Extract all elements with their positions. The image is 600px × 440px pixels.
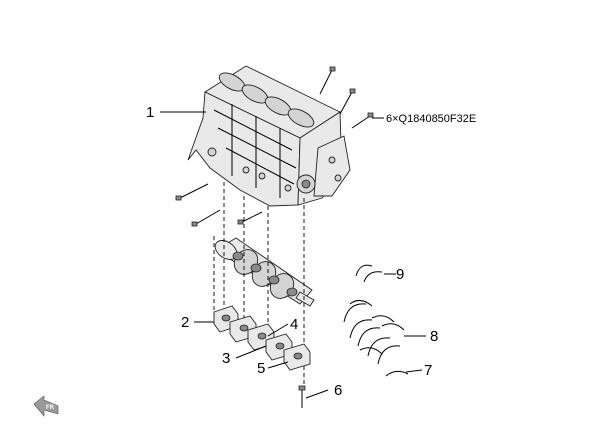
leader-lines <box>160 111 426 399</box>
block-bolts <box>175 66 374 227</box>
main-bearing-caps <box>213 305 311 371</box>
callout-9: 9 <box>396 266 404 283</box>
thrust-washers <box>355 264 383 283</box>
callout-4: 4 <box>290 316 298 333</box>
front-direction-arrow-icon: FR <box>33 395 59 417</box>
alignment-lines <box>213 182 305 386</box>
callout-6: 6 <box>334 382 342 399</box>
callout-2: 2 <box>181 314 189 331</box>
callout-3: 3 <box>222 350 230 367</box>
bolt-spec-note: 6×Q1840850F32E <box>386 113 476 125</box>
bearing-shells <box>343 300 409 377</box>
cap-bolt <box>298 385 306 408</box>
callout-5: 5 <box>257 360 265 377</box>
cylinder-block <box>187 65 351 207</box>
callout-7: 7 <box>424 362 432 379</box>
fr-badge-label: FR <box>46 405 55 411</box>
crankshaft <box>214 237 315 307</box>
callout-8: 8 <box>430 328 438 345</box>
callout-1: 1 <box>146 104 154 121</box>
